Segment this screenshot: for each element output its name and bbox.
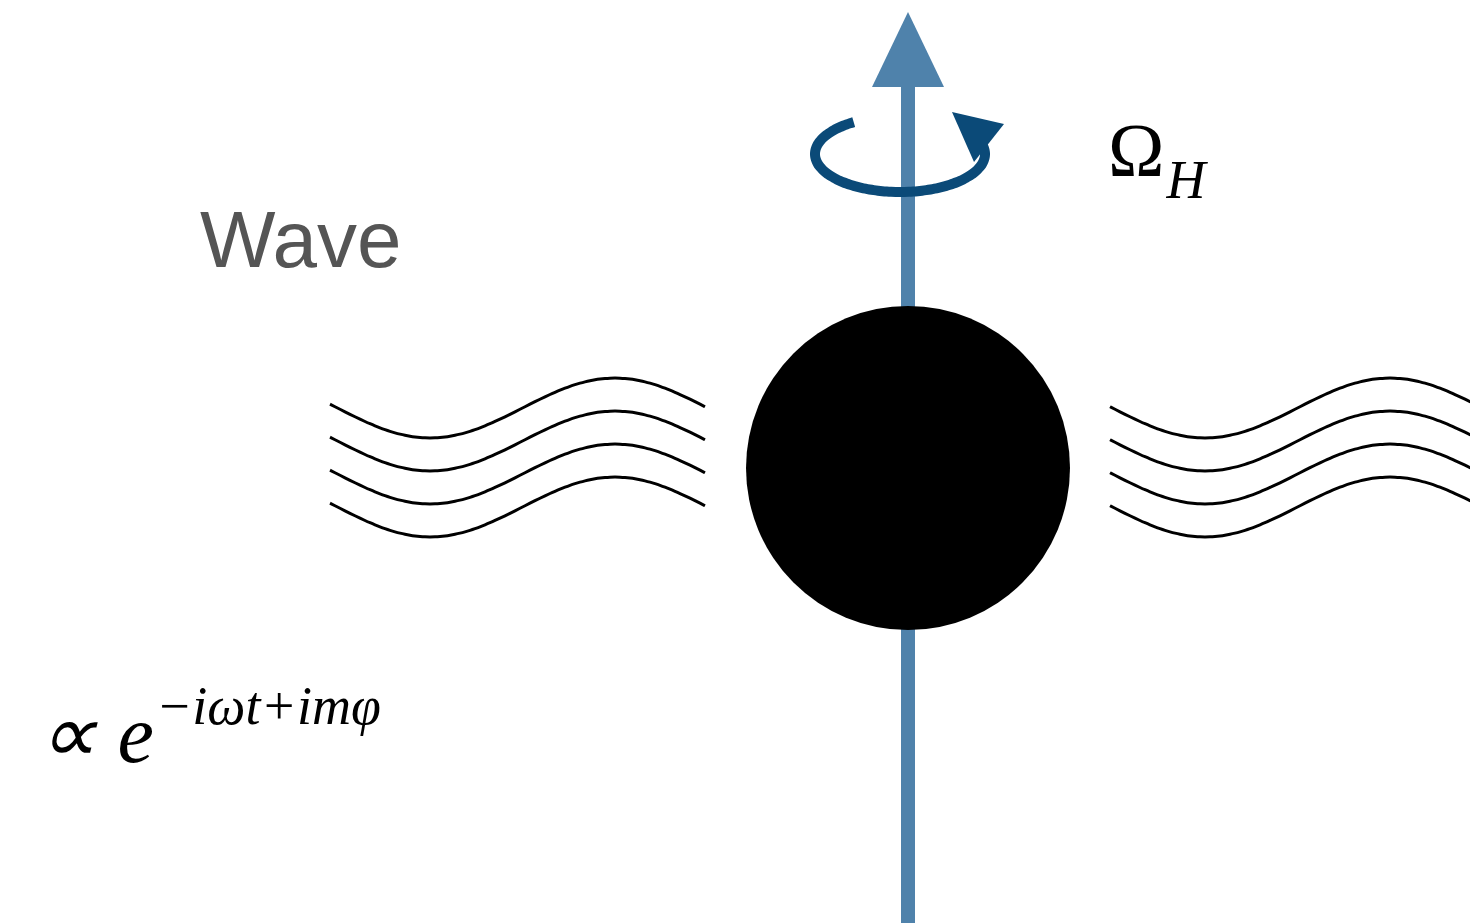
wave-line xyxy=(1110,411,1470,471)
exponent: −iωt+imφ xyxy=(156,679,381,733)
angular-velocity-symbol: Ω xyxy=(1108,112,1164,188)
wave-label-group: Wave xyxy=(200,200,402,280)
wave-formula-group: ∝ e−iωt+imφ xyxy=(38,694,381,776)
wave-line xyxy=(330,477,705,537)
proportional-base: ∝ e xyxy=(38,694,154,776)
black-hole xyxy=(746,306,1070,630)
rotation-arrowhead xyxy=(952,112,1004,162)
wave-line xyxy=(330,411,705,471)
axis-arrowhead xyxy=(872,12,944,87)
wave-line xyxy=(1110,444,1470,504)
wave-line xyxy=(1110,378,1470,438)
angular-velocity-group: ΩH xyxy=(1108,112,1205,188)
subscript: H xyxy=(1166,153,1205,207)
wave-line xyxy=(1110,477,1470,537)
wave-line xyxy=(330,378,705,438)
wave-label: Wave xyxy=(200,200,402,280)
wave-line xyxy=(330,444,705,504)
rotation-arrow xyxy=(815,122,985,192)
